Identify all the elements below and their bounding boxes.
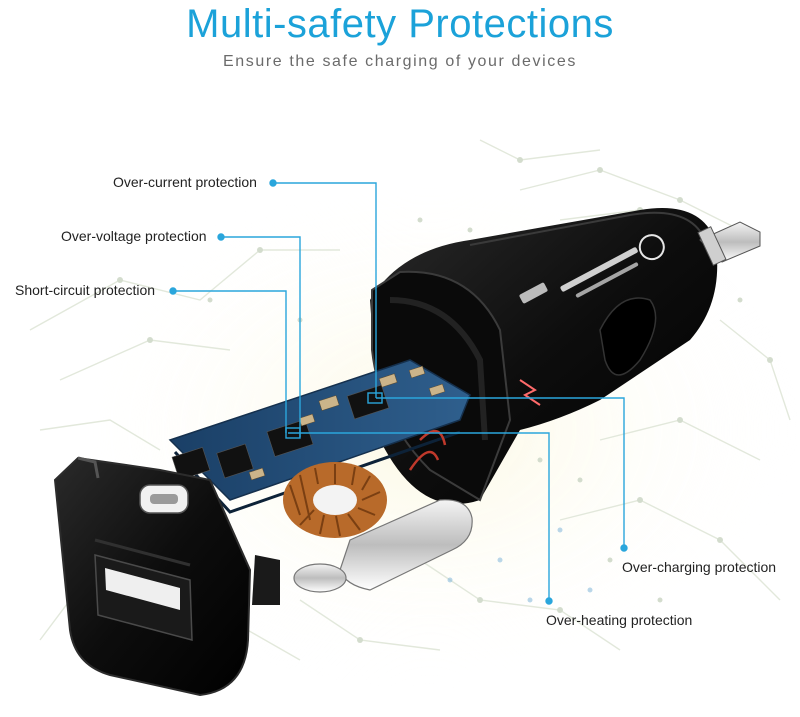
charger-body <box>370 208 761 504</box>
contact-tip <box>697 221 761 266</box>
usb-port-housing <box>53 456 280 697</box>
qualcomm-logo <box>519 234 665 304</box>
inductor-coil <box>283 462 387 538</box>
callout-over-charging: Over-charging protection <box>622 559 777 575</box>
callout-over-voltage: Over-voltage protection <box>61 228 207 244</box>
usb-a-port <box>94 554 193 641</box>
usb-c-port <box>139 484 189 514</box>
callout-over-current: Over-current protection <box>113 174 257 190</box>
callout-lines <box>169 179 628 605</box>
fuse-cylinder <box>293 430 473 593</box>
callout-over-heating: Over-heating protection <box>546 612 693 628</box>
page-subtitle: Ensure the safe charging of your devices <box>223 53 577 70</box>
page-title: Multi-safety Protections <box>186 2 614 46</box>
callout-short-circuit: Short-circuit protection <box>15 282 156 298</box>
